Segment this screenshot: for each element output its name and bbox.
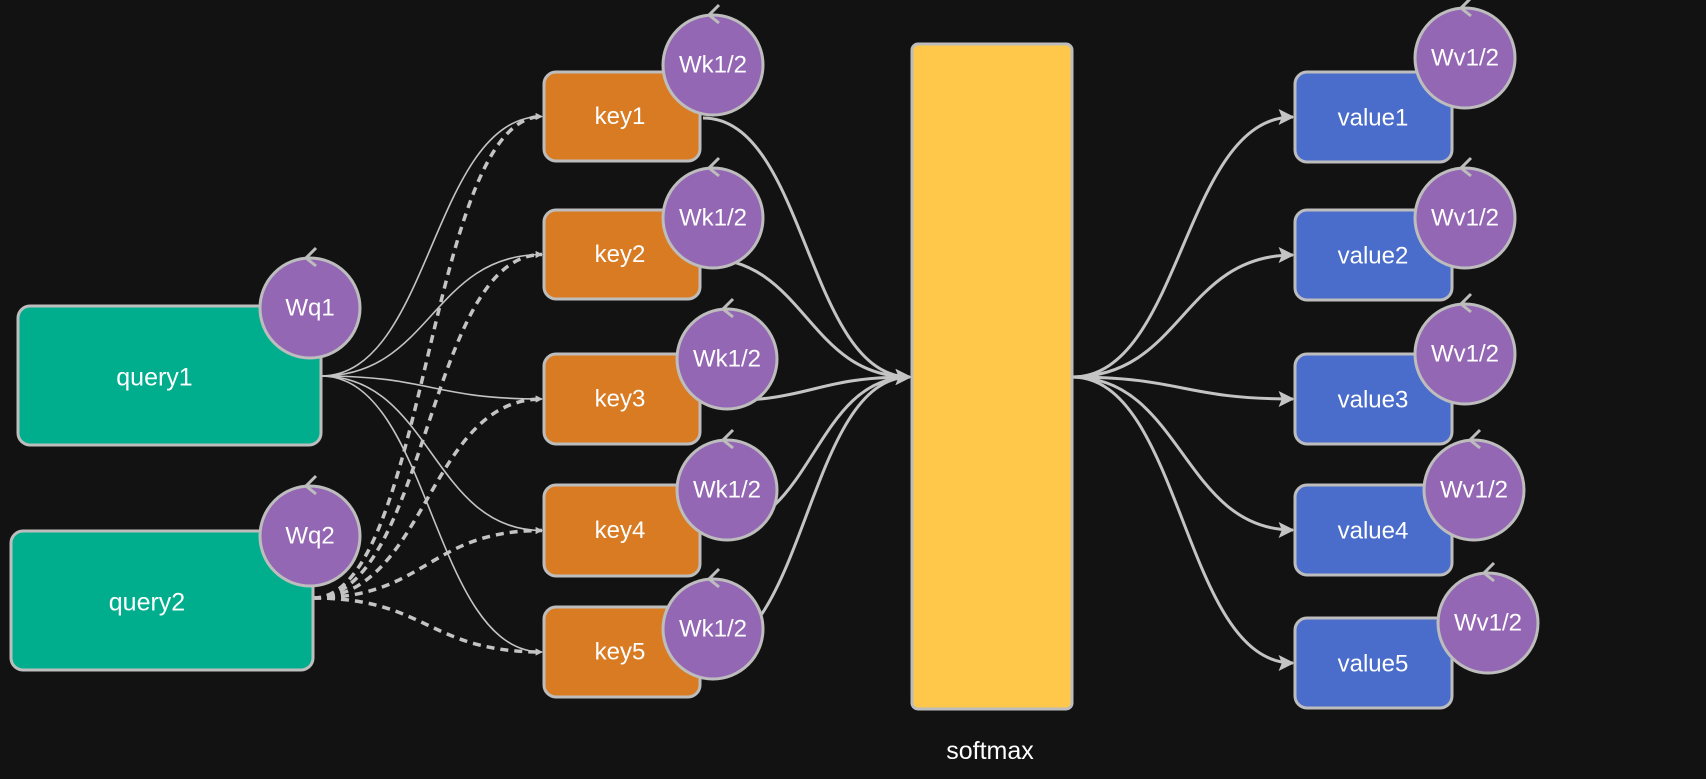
weight-label: Wq2 bbox=[285, 523, 334, 550]
query-label: query2 bbox=[109, 589, 185, 617]
edge-query2-key1 bbox=[312, 113, 543, 600]
edge-query2-key2 bbox=[312, 251, 543, 600]
value-label: value2 bbox=[1338, 243, 1409, 270]
weight-circle bbox=[661, 13, 765, 117]
edge-key1-softmax bbox=[702, 116, 912, 385]
value-weight-2[interactable]: Wv1/2 bbox=[1413, 156, 1517, 270]
edge-query1-key4 bbox=[320, 375, 543, 534]
weight-label: Wv1/2 bbox=[1454, 610, 1522, 637]
edge-query1-key5 bbox=[320, 375, 543, 656]
weight-label: Wk1/2 bbox=[679, 52, 747, 79]
self-loop-arrow-icon bbox=[1467, 428, 1482, 450]
weight-circle bbox=[661, 577, 765, 681]
self-loop-arrow-icon bbox=[720, 297, 735, 319]
edge-query1-key2 bbox=[320, 251, 543, 377]
edge-query2-key5 bbox=[312, 596, 543, 656]
value-weight-5[interactable]: Wv1/2 bbox=[1436, 561, 1540, 675]
self-loop-arrow-icon bbox=[706, 3, 721, 25]
self-loop-arrow-icon bbox=[1458, 156, 1473, 178]
edge-softmax-value4 bbox=[1071, 375, 1295, 538]
query-label: query1 bbox=[116, 364, 192, 392]
value-weight-4[interactable]: Wv1/2 bbox=[1422, 428, 1526, 542]
self-loop-arrow-icon bbox=[1458, 292, 1473, 314]
key-label: key2 bbox=[595, 241, 646, 268]
weight-circle bbox=[1413, 302, 1517, 406]
key-node-1[interactable] bbox=[542, 70, 702, 163]
weight-circle bbox=[1436, 571, 1540, 675]
weight-label: Wq1 bbox=[285, 295, 334, 322]
weight-circle bbox=[675, 438, 779, 542]
edge-query2-key3 bbox=[312, 395, 543, 600]
weight-circle bbox=[258, 484, 362, 588]
edge-query2-key4 bbox=[312, 527, 543, 600]
edge-softmax-value5 bbox=[1071, 375, 1295, 671]
self-loop-arrow-icon bbox=[303, 474, 318, 496]
weight-label: Wk1/2 bbox=[679, 616, 747, 643]
weight-circle bbox=[1413, 6, 1517, 110]
key-label: key3 bbox=[595, 386, 646, 413]
key-label: key5 bbox=[595, 639, 646, 666]
softmax-node[interactable] bbox=[910, 42, 1074, 711]
value-label: value3 bbox=[1338, 387, 1409, 414]
key-weight-5[interactable]: Wk1/2 bbox=[661, 567, 765, 681]
weight-label: Wv1/2 bbox=[1431, 205, 1499, 232]
weight-label: Wk1/2 bbox=[693, 346, 761, 373]
weight-label: Wv1/2 bbox=[1440, 477, 1508, 504]
edge-softmax-value2 bbox=[1071, 247, 1295, 379]
weight-circle bbox=[1422, 438, 1526, 542]
weight-label: Wv1/2 bbox=[1431, 45, 1499, 72]
nodes: query1 Wq1 query2 Wq2 key1 key2 key3 key4 key5 Wk… bbox=[9, 0, 1540, 765]
weight-circle bbox=[1413, 166, 1517, 270]
key-label: key4 bbox=[595, 517, 646, 544]
edge-query1-key1 bbox=[320, 113, 543, 377]
query-node-2[interactable] bbox=[9, 529, 315, 672]
self-loop-arrow-icon bbox=[303, 246, 318, 268]
key-weight-4[interactable]: Wk1/2 bbox=[675, 428, 779, 542]
query-weight-2[interactable]: Wq2 bbox=[258, 474, 362, 588]
query-node-1[interactable] bbox=[16, 304, 323, 447]
key-weight-1[interactable]: Wk1/2 bbox=[661, 3, 765, 117]
value-weight-3[interactable]: Wv1/2 bbox=[1413, 292, 1517, 406]
weight-label: Wk1/2 bbox=[679, 205, 747, 232]
value-node-5[interactable] bbox=[1293, 616, 1454, 710]
self-loop-arrow-icon bbox=[706, 156, 721, 178]
edge-softmax-value3 bbox=[1071, 375, 1295, 407]
edge-key2-softmax bbox=[702, 256, 912, 385]
edge-query1-key3 bbox=[320, 375, 543, 403]
key-label: key1 bbox=[595, 103, 646, 130]
self-loop-arrow-icon bbox=[706, 567, 721, 589]
weight-circle bbox=[661, 166, 765, 270]
key-weight-3[interactable]: Wk1/2 bbox=[675, 297, 779, 411]
self-loop-arrow-icon bbox=[720, 428, 735, 450]
self-loop-arrow-icon bbox=[1481, 561, 1496, 583]
weight-circle bbox=[675, 307, 779, 411]
weight-circle bbox=[258, 256, 362, 360]
value-label: value5 bbox=[1338, 651, 1409, 678]
key-weight-2[interactable]: Wk1/2 bbox=[661, 156, 765, 270]
weight-label: Wv1/2 bbox=[1431, 341, 1499, 368]
softmax-label: softmax bbox=[946, 737, 1034, 765]
query-weight-1[interactable]: Wq1 bbox=[258, 246, 362, 360]
self-loop-arrow-icon bbox=[1458, 0, 1472, 18]
edge-softmax-value1 bbox=[1071, 109, 1295, 379]
value-weight-1[interactable]: Wv1/2 bbox=[1413, 0, 1517, 110]
edges bbox=[312, 109, 1295, 671]
value-node-1[interactable] bbox=[1293, 70, 1454, 164]
weight-label: Wk1/2 bbox=[693, 477, 761, 504]
value-label: value1 bbox=[1338, 105, 1409, 132]
value-label: value4 bbox=[1338, 518, 1409, 545]
